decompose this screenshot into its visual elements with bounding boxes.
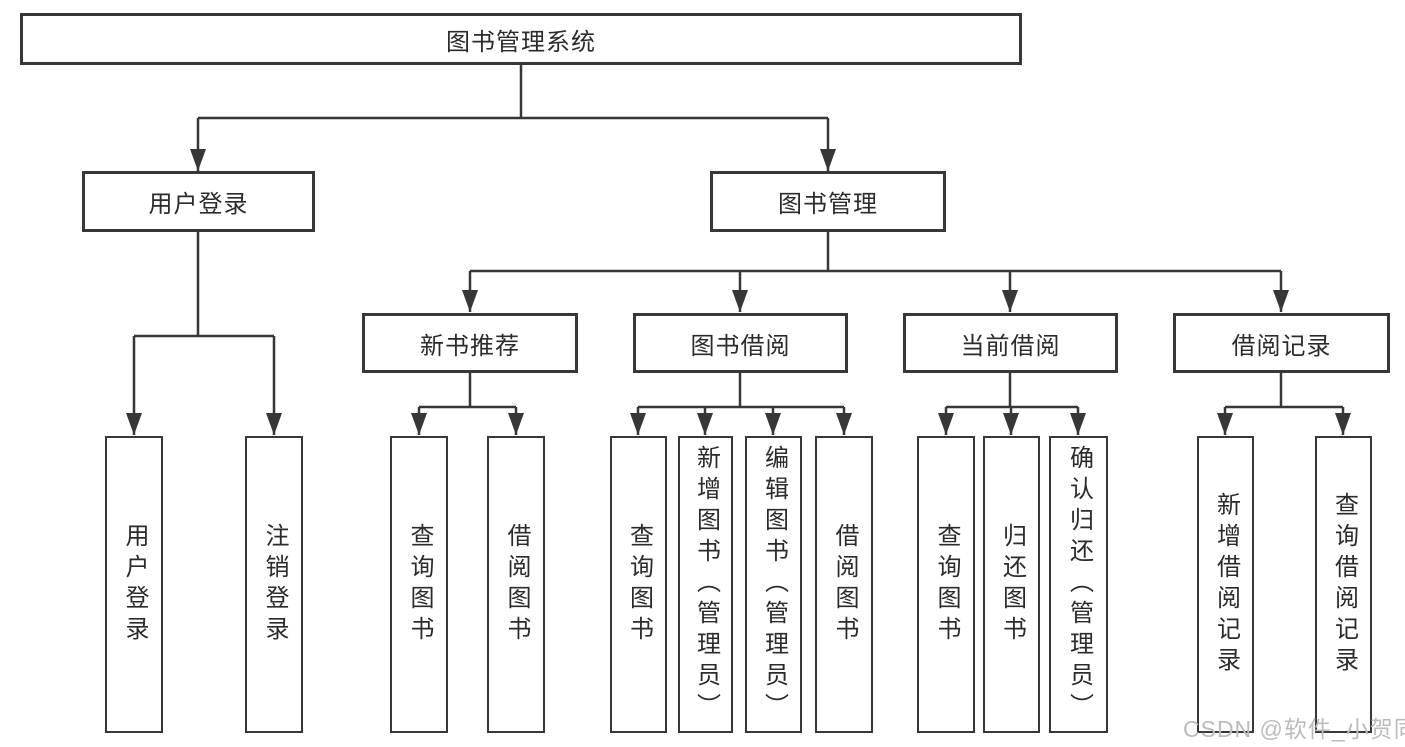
leaf-user-login-label: 用户登录 — [121, 522, 148, 647]
leaf-borrow-books-2: 借阅图书 — [815, 436, 873, 733]
leaf-query-books-3: 查询图书 — [917, 436, 975, 733]
node-book-management: 图书管理 — [710, 171, 946, 232]
node-current-borrowing: 当前借阅 — [903, 313, 1118, 373]
node-library-system-label: 图书管理系统 — [446, 28, 596, 56]
leaf-query-books-2: 查询图书 — [610, 436, 667, 733]
leaf-query-books-3-label: 查询图书 — [933, 522, 960, 647]
csdn-watermark: CSDN @软件_小贺同学 — [1183, 716, 1405, 742]
leaf-borrow-books-1: 借阅图书 — [487, 436, 545, 733]
leaf-query-borrow-record: 查询借阅记录 — [1315, 436, 1372, 733]
node-new-book-recommend-label: 新书推荐 — [420, 332, 520, 360]
leaf-return-books-label: 归还图书 — [998, 522, 1026, 647]
leaf-query-borrow-record-label: 查询借阅记录 — [1330, 491, 1358, 678]
node-user-login-label: 用户登录 — [148, 191, 249, 218]
leaf-add-books-admin: 新增图书（管理员） — [678, 436, 733, 733]
leaf-edit-books-admin: 编辑图书（管理员） — [745, 436, 802, 733]
leaf-return-books: 归还图书 — [983, 436, 1040, 733]
node-current-borrowing-label: 当前借阅 — [960, 332, 1061, 360]
leaf-query-books-1-label: 查询图书 — [406, 522, 433, 647]
node-book-borrowing-label: 图书借阅 — [690, 332, 791, 360]
leaf-logout: 注销登录 — [245, 436, 303, 733]
node-new-book-recommend: 新书推荐 — [362, 313, 578, 373]
node-library-system: 图书管理系统 — [20, 13, 1022, 65]
connector-lines — [126, 65, 1351, 435]
leaf-user-login: 用户登录 — [105, 436, 163, 733]
leaf-edit-books-admin-label: 编辑图书（管理员） — [760, 445, 788, 724]
leaf-borrow-books-1-label: 借阅图书 — [503, 522, 530, 647]
leaf-add-borrow-record-label: 新增借阅记录 — [1212, 491, 1240, 678]
leaf-add-borrow-record: 新增借阅记录 — [1197, 436, 1254, 733]
node-borrowing-records-label: 借阅记录 — [1231, 332, 1332, 360]
leaf-query-books-1: 查询图书 — [390, 436, 448, 733]
leaf-logout-label: 注销登录 — [261, 522, 288, 647]
leaf-borrow-books-2-label: 借阅图书 — [831, 522, 858, 647]
leaf-confirm-return-admin: 确认归还（管理员） — [1049, 436, 1108, 733]
node-book-borrowing: 图书借阅 — [633, 313, 848, 373]
leaf-confirm-return-admin-label: 确认归还（管理员） — [1065, 445, 1093, 724]
node-book-management-label: 图书管理 — [778, 191, 878, 218]
node-user-login: 用户登录 — [82, 171, 315, 232]
node-borrowing-records: 借阅记录 — [1173, 313, 1390, 373]
leaf-query-books-2-label: 查询图书 — [625, 522, 653, 647]
leaf-add-books-admin-label: 新增图书（管理员） — [692, 445, 720, 724]
